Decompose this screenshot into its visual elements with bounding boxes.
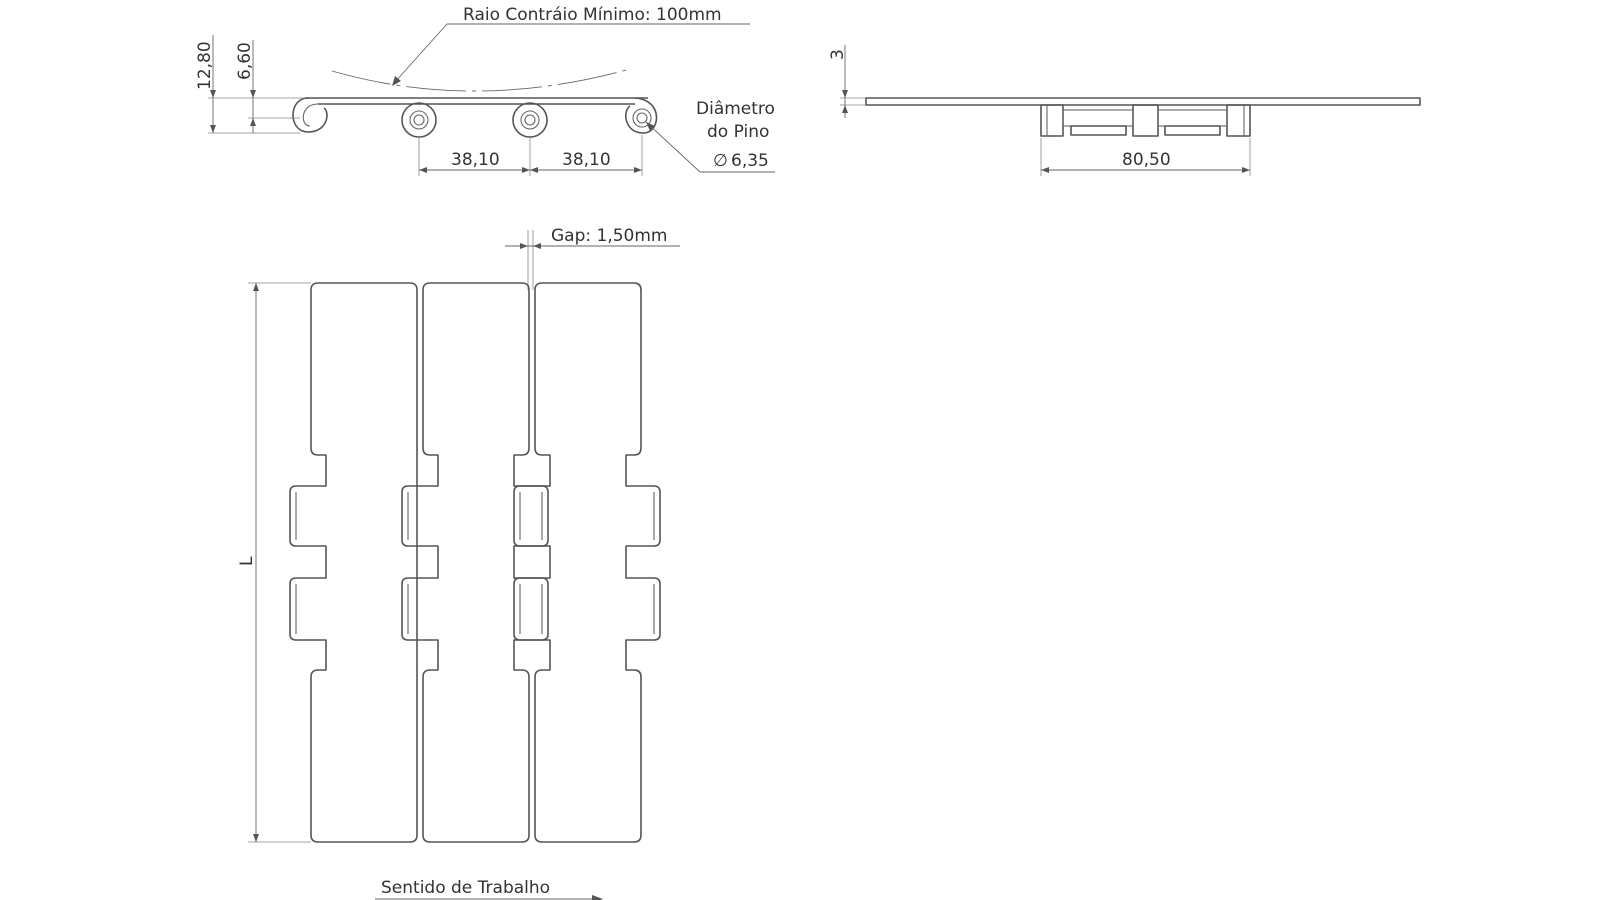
plate-3 bbox=[513, 282, 661, 843]
pitch-arrow-d bbox=[634, 167, 642, 173]
hinge-block-right bbox=[1226, 104, 1251, 137]
pitch-arrow-b bbox=[522, 167, 530, 173]
end-view: 3 80,50 bbox=[828, 45, 1421, 176]
length-label: L bbox=[237, 556, 257, 566]
length-arrow-top bbox=[253, 283, 259, 291]
width-arrow-left bbox=[1041, 167, 1049, 173]
side-view: Raio Contráio Mínimo: 100mm bbox=[195, 5, 775, 176]
hinge-block-left bbox=[1040, 104, 1064, 137]
hinge-block-middle bbox=[1132, 104, 1159, 137]
radius-leader-arrow bbox=[392, 76, 401, 86]
knuckle-3 bbox=[632, 108, 652, 128]
pin-diameter-arrow bbox=[646, 122, 655, 131]
pitch-2-label: 38,10 bbox=[562, 150, 611, 170]
plate-1 bbox=[289, 282, 418, 843]
knuckle-2 bbox=[512, 102, 548, 138]
minimum-radius-arc bbox=[331, 68, 631, 92]
plate-2-inner bbox=[407, 492, 543, 634]
pin-label-line1: Diâmetro bbox=[696, 99, 775, 119]
pin-diameter-leader bbox=[645, 121, 701, 173]
direction-label: Sentido de Trabalho bbox=[381, 878, 550, 898]
right-curl bbox=[625, 97, 658, 134]
height-arrow-top bbox=[210, 90, 216, 98]
plate-3-inner bbox=[519, 492, 655, 634]
left-curl bbox=[292, 97, 328, 133]
end-view-plate bbox=[865, 97, 1421, 106]
height-arrow-bottom bbox=[210, 125, 216, 133]
pin-height-arrow-bottom bbox=[250, 118, 256, 126]
pitch-1-label: 38,10 bbox=[451, 150, 500, 170]
thickness-arrow-bottom bbox=[842, 105, 848, 113]
bushing-left bbox=[1070, 125, 1127, 136]
radius-leader bbox=[394, 23, 448, 83]
pin-right bbox=[1157, 109, 1228, 127]
height-total-label: 12,80 bbox=[195, 41, 215, 90]
min-radius-label: Raio Contráio Mínimo: 100mm bbox=[463, 5, 722, 25]
pin-left bbox=[1062, 109, 1134, 127]
left-curl-inner bbox=[302, 103, 319, 127]
pin-diameter-symbol: ∅ bbox=[713, 151, 728, 171]
plate-2 bbox=[401, 282, 549, 843]
thickness-label: 3 bbox=[828, 49, 848, 60]
length-arrow-bottom bbox=[253, 834, 259, 842]
gap-label: Gap: 1,50mm bbox=[551, 226, 668, 246]
thickness-arrow-top bbox=[842, 90, 848, 98]
pin-height-arrow-top bbox=[250, 90, 256, 98]
width-hinge-label: 80,50 bbox=[1122, 150, 1171, 170]
width-arrow-right bbox=[1242, 167, 1250, 173]
bushing-right bbox=[1164, 125, 1221, 136]
gap-arrow-left bbox=[520, 243, 528, 249]
pitch-arrow-a bbox=[419, 167, 427, 173]
gap-arrow-right bbox=[533, 243, 541, 249]
pin-label-line2: do Pino bbox=[707, 122, 769, 142]
height-pin-label: 6,60 bbox=[235, 42, 255, 80]
knuckle-1 bbox=[401, 102, 437, 138]
plan-view: Gap: 1,50mm L Sentido de Trabalho bbox=[237, 226, 680, 900]
pin-diameter-label: 6,35 bbox=[731, 151, 769, 171]
pitch-arrow-c bbox=[530, 167, 538, 173]
direction-arrow-head bbox=[592, 895, 603, 900]
